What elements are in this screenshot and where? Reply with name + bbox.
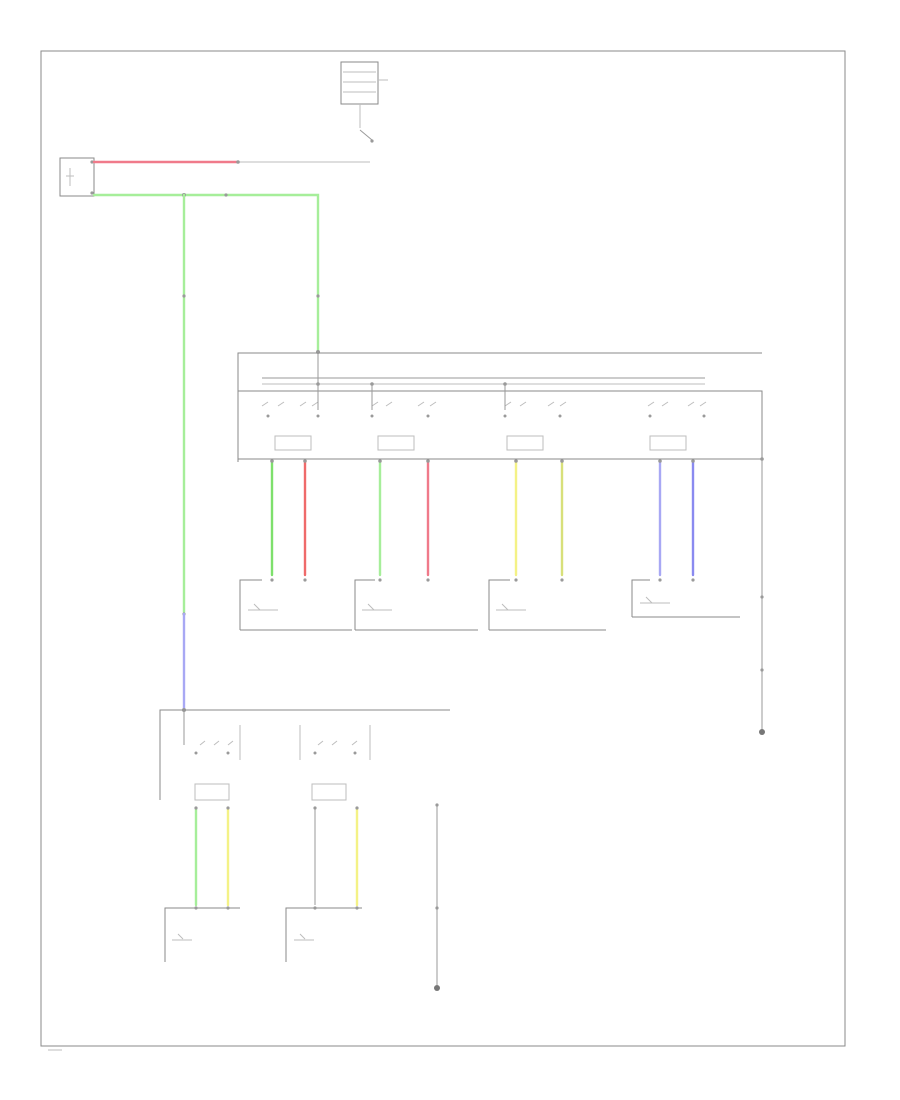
seat-motors-right bbox=[164, 906, 362, 962]
motor-wires bbox=[270, 459, 695, 577]
seat-motor-icon bbox=[172, 933, 314, 941]
right-power-seat-switch bbox=[159, 709, 450, 801]
circuit-breaker bbox=[59, 157, 95, 197]
ground-wire-right bbox=[759, 457, 765, 735]
left-power-seat-switch bbox=[237, 352, 763, 462]
switch-contact-icon bbox=[261, 401, 707, 407]
seat-motors-left bbox=[239, 578, 740, 631]
right-seat-wires bbox=[194, 806, 359, 907]
ground-wire-lower bbox=[434, 803, 440, 991]
diagram-frame bbox=[40, 50, 846, 1047]
seat-motor-icon bbox=[248, 596, 670, 611]
ground-symbol-icon bbox=[759, 729, 765, 735]
ground-symbol-icon bbox=[434, 985, 440, 991]
green-wire-top bbox=[92, 193, 320, 352]
fuse-block bbox=[340, 61, 388, 105]
fuse-output bbox=[359, 104, 374, 143]
